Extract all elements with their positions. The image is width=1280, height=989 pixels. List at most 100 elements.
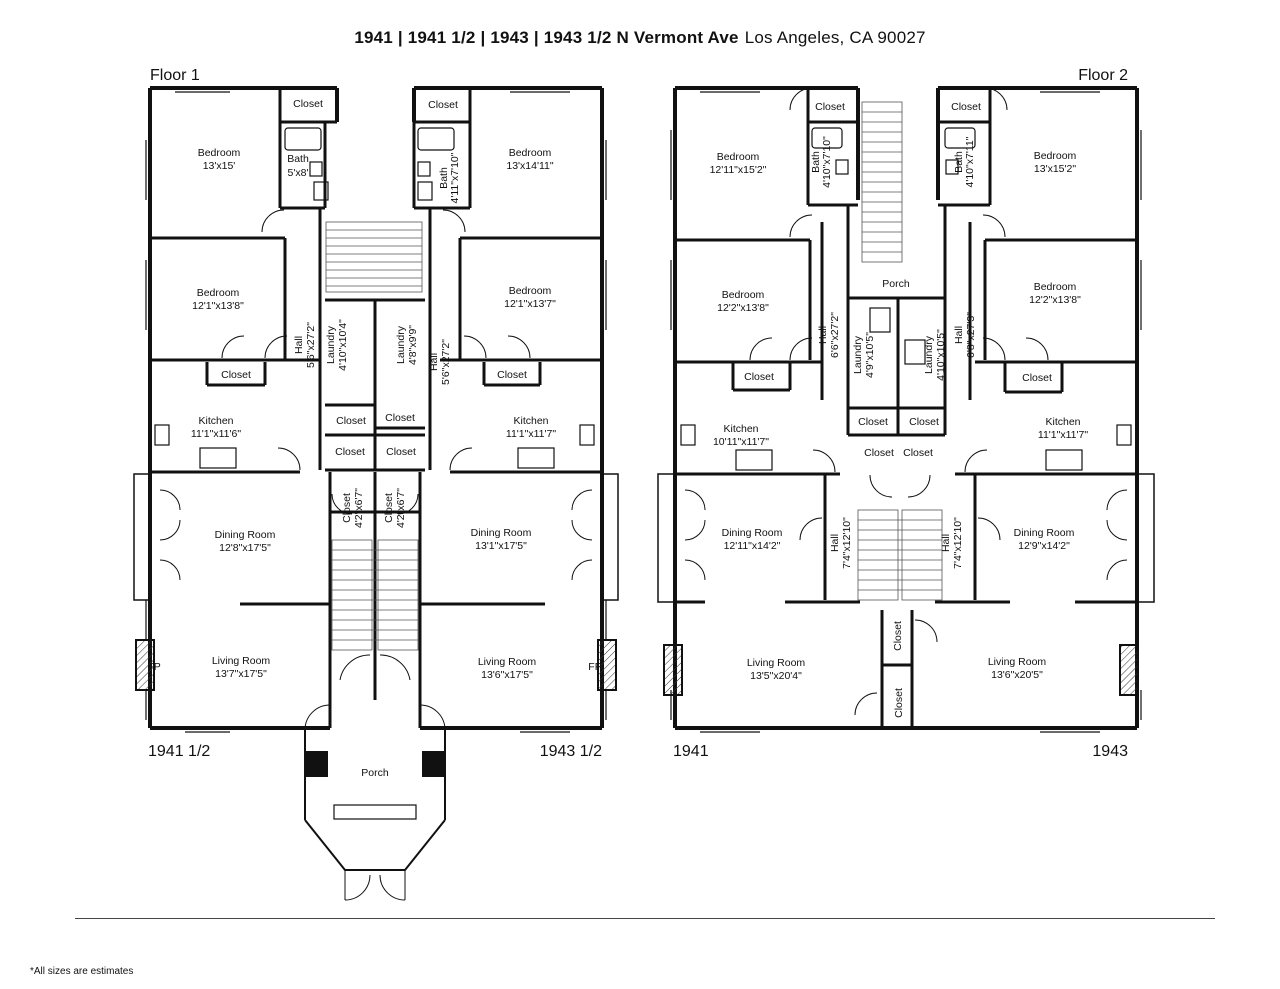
fireplace-right (597, 639, 617, 691)
bay-windows-2 (657, 473, 1155, 603)
fixtures-2 (680, 127, 1132, 471)
room-name: Closet (815, 101, 845, 113)
doors (159, 209, 593, 731)
room-size: 5'6"x27'2" (305, 322, 317, 368)
floor-1-plan (133, 86, 619, 901)
room-size: 6'8"x27'3" (965, 312, 977, 358)
room-size: 12'11"x14'2" (724, 540, 781, 552)
room-name: Porch (882, 278, 910, 290)
room-name: Bedroom (197, 287, 240, 299)
room-size: 11'1"x11'6" (191, 428, 241, 440)
room-name: Closet (744, 371, 774, 383)
windows-2 (670, 91, 1142, 733)
room-name: Laundry (923, 335, 935, 374)
room-size: 11'1"x11'7" (506, 428, 556, 440)
room-name: Closet (951, 101, 981, 113)
room-name: Closet (497, 369, 527, 381)
room-name: Closet (864, 447, 894, 459)
room-name: Kitchen (1045, 416, 1080, 428)
room-size: 4'10"x10'4" (337, 319, 349, 371)
room-size: 13'6"x17'5" (481, 669, 533, 681)
room-name: Living Room (212, 655, 271, 667)
title-city: Los Angeles, CA 90027 (744, 28, 926, 47)
bay-windows (133, 473, 619, 601)
room-name: Living Room (988, 656, 1047, 668)
room-name: Kitchen (513, 415, 548, 427)
porch-outline (304, 728, 446, 901)
room-name: Hall (293, 336, 305, 354)
room-size: 13'6"x20'5" (991, 669, 1043, 681)
room-size: 4'11"x7'10" (449, 152, 461, 203)
room-name: Closet (335, 446, 365, 458)
room-size: 5'6"x27'2" (440, 339, 452, 385)
room-name: Bedroom (1034, 150, 1077, 162)
room-name: Hall (940, 534, 952, 552)
fireplace-2-left (663, 644, 683, 696)
room-size: 13'7"x17'5" (215, 668, 267, 680)
footnote: *All sizes are estimates (30, 966, 134, 977)
unit-1941-half-label: 1941 1/2 (148, 743, 210, 760)
room-size: 13'x15'2" (1034, 163, 1076, 175)
interior-walls-2 (675, 88, 1137, 728)
room-name: Hall (428, 353, 440, 371)
windows (145, 91, 607, 733)
room-name: Porch (361, 767, 389, 779)
room-name: Bedroom (198, 147, 241, 159)
room-size: 7'4"x12'10" (841, 517, 853, 569)
room-name: Closet (893, 688, 905, 718)
unit-1943-label: 1943 (1092, 743, 1128, 760)
room-name: Closet (341, 493, 353, 523)
room-size: 13'5"x20'4" (750, 670, 802, 682)
room-name: Bedroom (722, 289, 765, 301)
room-name: Bedroom (1034, 281, 1077, 293)
room-size: 12'2"x13'8" (717, 302, 769, 314)
room-name: Kitchen (723, 423, 758, 435)
room-size: 4'10"x10'5" (935, 329, 947, 381)
floor-1-label: Floor 1 (150, 67, 200, 84)
room-name: Closet (336, 415, 366, 427)
room-size: 13'1"x17'5" (475, 540, 527, 552)
exterior-walls (148, 86, 604, 730)
room-size: 4'2"x6'7" (395, 488, 407, 528)
room-name: Dining Room (471, 527, 532, 539)
room-size: 11'1"x11'7" (1038, 429, 1088, 441)
fireplace-label: FP (147, 661, 160, 673)
room-name: Dining Room (722, 527, 783, 539)
room-size: 4'10"x7'10" (821, 136, 833, 188)
room-size: 12'11"x15'2" (710, 164, 767, 176)
room-name: Closet (909, 416, 939, 428)
room-name: Closet (385, 412, 415, 424)
unit-1941-label: 1941 (673, 743, 709, 760)
room-size: 12'9"x14'2" (1018, 540, 1070, 552)
divider-line (75, 918, 1215, 919)
room-size: 13'x14'11" (506, 160, 554, 172)
room-name: Living Room (478, 656, 537, 668)
room-name: Bath (438, 167, 450, 189)
room-name: Bedroom (509, 147, 552, 159)
room-name: Closet (293, 98, 323, 110)
room-size: 12'8"x17'5" (219, 542, 271, 554)
room-size: 12'1"x13'8" (192, 300, 244, 312)
room-labels: Bedroom 13'x15' Closet Bath 5'x8' Closet… (147, 98, 1088, 779)
room-name: Laundry (325, 325, 337, 364)
room-size: 4'8"x9'9" (407, 325, 419, 365)
doors-2 (684, 87, 1128, 716)
room-name: Laundry (852, 335, 864, 374)
room-size: 7'4"x12'10" (952, 517, 964, 569)
room-name: Hall (953, 326, 965, 344)
fireplace-label: FP (588, 661, 601, 673)
floor-2-plan (657, 86, 1155, 733)
room-name: Dining Room (215, 529, 276, 541)
floor-2-label: Floor 2 (1078, 67, 1128, 84)
room-name: Closet (221, 369, 251, 381)
stairs-2 (857, 101, 943, 601)
fixtures (154, 127, 595, 820)
room-name: Dining Room (1014, 527, 1075, 539)
fireplace-2-right (1119, 644, 1139, 696)
room-size: 4'10"x7'11" (964, 136, 976, 187)
room-name: Closet (858, 416, 888, 428)
room-size: 12'1"x13'7" (504, 298, 556, 310)
page-title: 1941 | 1941 1/2 | 1943 | 1943 1/2 N Verm… (0, 28, 1280, 48)
room-name: Bath (953, 151, 965, 173)
